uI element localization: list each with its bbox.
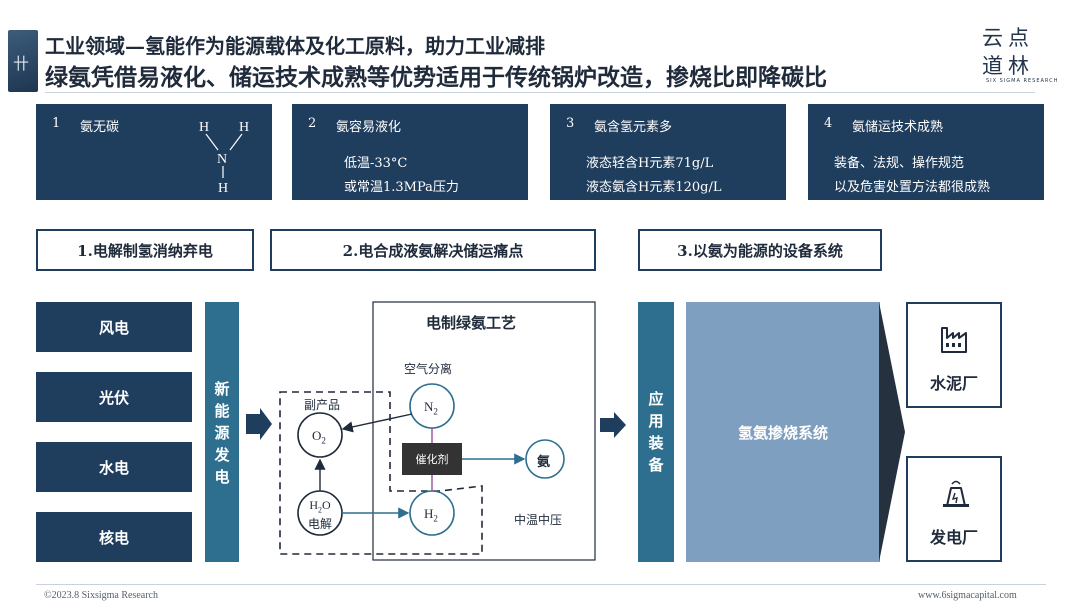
air-separation-label: 空气分离 xyxy=(404,362,453,376)
brand-logo-line1: 云点 xyxy=(982,26,1034,50)
output-funnel-arrow xyxy=(879,302,905,562)
source-solar: 光伏 xyxy=(36,372,192,422)
green-ammonia-process-diagram xyxy=(246,301,596,561)
air-sep-to-o2-arrow xyxy=(341,413,413,433)
o2-label: O2 xyxy=(312,428,326,446)
source-nuclear: 核电 xyxy=(36,512,192,562)
card-title: 氨储运技术成熟 xyxy=(852,120,944,135)
ammonia-molecule-diagram: H H N H xyxy=(199,120,249,196)
conditions-label: 中温中压 xyxy=(514,513,563,527)
stage-1-header: 1.电解制氢消纳弃电 xyxy=(36,229,254,271)
feature-card-liquefaction: 2 氨容易液化 低温-33°C 或常温1.3MPa压力 xyxy=(292,104,528,200)
arrow-into-application xyxy=(600,412,626,438)
byproduct-dashed-region xyxy=(279,391,483,555)
stage-2-header: 2.电合成液氨解决储运痛点 xyxy=(270,229,596,271)
catalyst-label: 催化剂 xyxy=(415,453,449,466)
card-number: 2 xyxy=(308,116,317,131)
o2-node xyxy=(297,412,343,458)
card-line2: 以及危害处置方法都很成熟 xyxy=(834,180,991,195)
ammonia-node xyxy=(525,439,565,479)
card-title: 氨无碳 xyxy=(80,120,120,135)
cement-plant-label: 水泥厂 xyxy=(929,374,978,393)
catalyst-box xyxy=(402,443,462,475)
factory-icon xyxy=(941,327,967,353)
application-equipment-bar: 应用装备 xyxy=(638,302,674,562)
new-energy-generation-bar: 新能源发电 xyxy=(205,302,239,562)
feature-card-hydrogen-content: 3 氨含氢元素多 液态轻含H元素71g/L 液态氨含H元素120g/L xyxy=(550,104,786,200)
molecule-h-bottom: H xyxy=(218,181,228,196)
feature-card-storage-tech: 4 氨储运技术成熟 装备、法规、操作规范 以及危害处置方法都很成熟 xyxy=(808,104,1044,200)
footer-website-link[interactable]: www.6sigmacapital.com xyxy=(918,590,1017,601)
feature-card-carbon-free: 1 氨无碳 H H N H xyxy=(36,104,272,200)
molecule-h-left: H xyxy=(199,120,209,135)
brand-logo-line2: 道林 xyxy=(982,54,1034,78)
h2o-electrolysis-label: H2O 电解 xyxy=(307,498,332,532)
output-cement-plant: 水泥厂 xyxy=(906,302,1002,408)
footer-copyright: ©2023.8 Sixsigma Research xyxy=(44,590,158,601)
card-title: 氨含氢元素多 xyxy=(594,120,673,135)
card-title: 氨容易液化 xyxy=(336,120,402,135)
arrow-into-process xyxy=(246,408,272,440)
stage-3-header: 3.以氨为能源的设备系统 xyxy=(638,229,882,271)
process-frame xyxy=(372,301,596,561)
molecule-n: N xyxy=(217,152,227,167)
power-plant-label: 发电厂 xyxy=(929,528,978,547)
footer-divider xyxy=(36,584,1046,585)
new-energy-label: 新能源发电 xyxy=(214,380,230,486)
application-equipment-label: 应用装备 xyxy=(648,390,664,474)
process-title: 电制绿氨工艺 xyxy=(426,314,517,332)
brand-logo-subtitle: SIX SIGMA RESEARCH xyxy=(986,78,1059,84)
card-number: 3 xyxy=(566,116,575,131)
card-line2: 液态氨含H元素120g/L xyxy=(586,180,722,195)
page-subtitle: 工业领域—氢能作为能源载体及化工原料，助力工业减排 xyxy=(45,34,545,58)
hydrogen-ammonia-cofiring-system: 氢氨掺烧系统 xyxy=(686,302,880,562)
source-hydro: 水电 xyxy=(36,442,192,492)
card-line1: 低温-33°C xyxy=(344,156,408,171)
ammonia-label: 氨 xyxy=(537,455,551,470)
output-power-plant: 发电厂 xyxy=(906,456,1002,562)
h2-label: H2 xyxy=(424,506,438,524)
card-number: 1 xyxy=(52,116,61,131)
bond-left xyxy=(205,133,219,151)
bond-right xyxy=(229,133,243,151)
page-title: 绿氨凭借易液化、储运技术成熟等优势适用于传统锅炉改造，掺烧比即降碳比 xyxy=(45,64,827,91)
card-number: 4 xyxy=(824,116,833,131)
card-line2: 或常温1.3MPa压力 xyxy=(344,180,459,195)
power-plant-icon xyxy=(943,480,969,507)
card-line1: 液态轻含H元素71g/L xyxy=(586,156,714,171)
header-divider xyxy=(45,92,1035,93)
source-wind: 风电 xyxy=(36,302,192,352)
brand-mark-glyph: 卄 xyxy=(13,54,30,73)
molecule-h-right: H xyxy=(239,120,249,135)
brand-mark: 卄 xyxy=(8,30,38,92)
byproduct-label: 副产品 xyxy=(304,398,341,412)
card-line1: 装备、法规、操作规范 xyxy=(834,156,965,171)
n2-label: N2 xyxy=(424,399,438,417)
